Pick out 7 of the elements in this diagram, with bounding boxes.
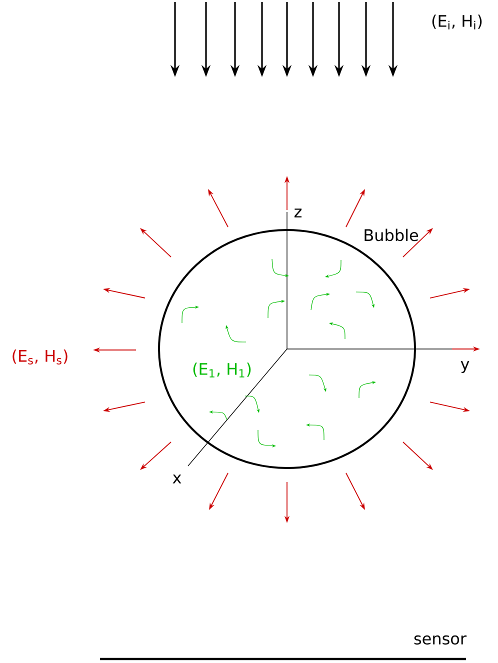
field-label: (E$_{s}$, H$_{s}$) bbox=[12, 350, 68, 364]
sensor-label: sensor bbox=[414, 635, 467, 645]
bubble-circle bbox=[158, 229, 416, 469]
bubble-label: Bubble bbox=[364, 228, 418, 242]
field-label: (E$_{i}$, H$_{i}$) bbox=[432, 14, 482, 30]
axis-label: y bbox=[460, 360, 470, 374]
field-label: (E$_{1}$, H$_{1}$) bbox=[193, 362, 251, 378]
